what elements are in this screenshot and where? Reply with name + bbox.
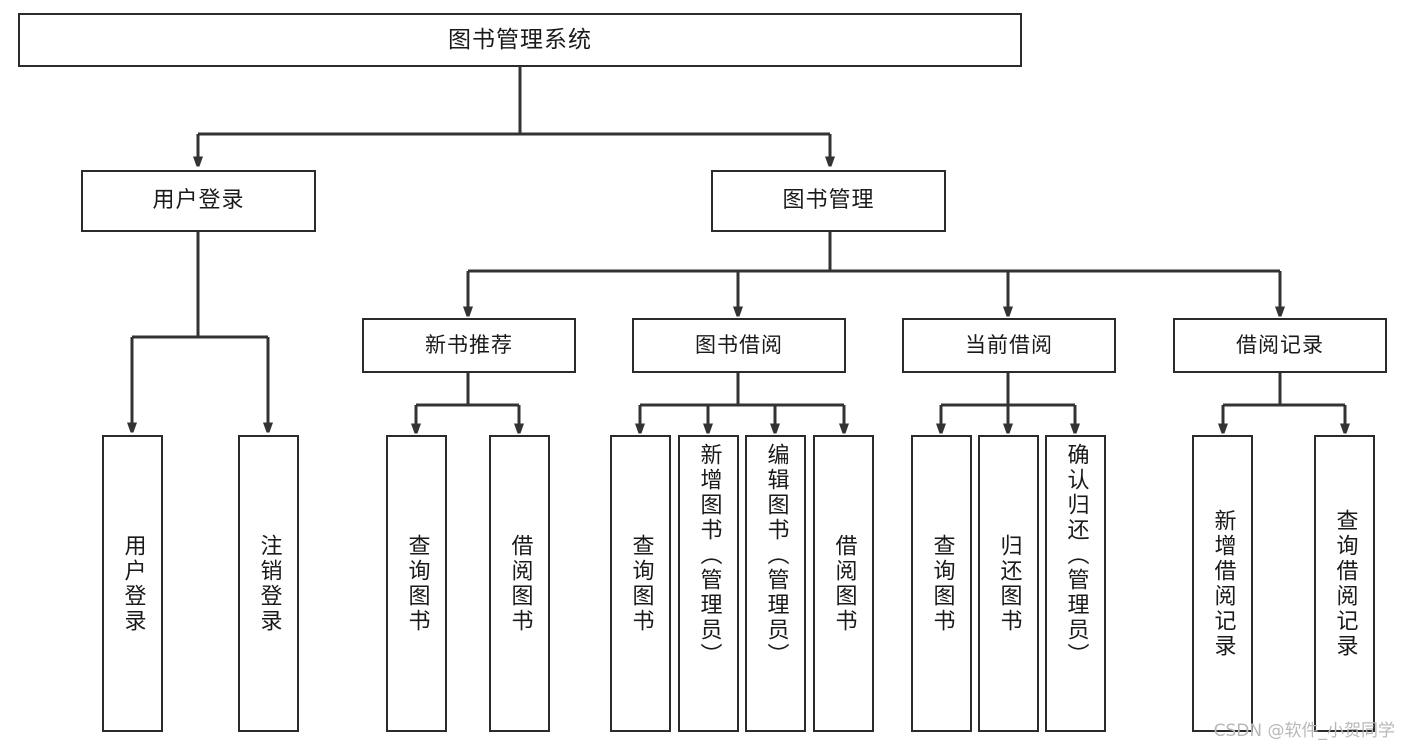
node-label: 借阅记录 bbox=[1236, 333, 1324, 358]
node-book-borrow[interactable]: 图书借阅 bbox=[632, 318, 846, 373]
leaf-user-login-logout[interactable]: 注销登录 bbox=[238, 435, 299, 732]
node-label: 查询借阅记录 bbox=[1332, 508, 1358, 659]
node-label: 确认归还（管理员） bbox=[1063, 443, 1089, 668]
node-label: 注销登录 bbox=[256, 533, 282, 634]
node-label: 查询图书 bbox=[404, 533, 430, 634]
node-label: 查询图书 bbox=[929, 533, 955, 634]
node-root-book-management-system[interactable]: 图书管理系统 bbox=[18, 13, 1022, 67]
leaf-borrow-add-book-admin[interactable]: 新增图书（管理员） bbox=[678, 435, 739, 732]
node-current-borrow[interactable]: 当前借阅 bbox=[902, 318, 1116, 373]
leaf-new-book-borrow-book[interactable]: 借阅图书 bbox=[489, 435, 550, 732]
leaf-borrow-query-book[interactable]: 查询图书 bbox=[610, 435, 671, 732]
leaf-record-query-borrow-record[interactable]: 查询借阅记录 bbox=[1314, 435, 1375, 732]
leaf-borrow-borrow-book[interactable]: 借阅图书 bbox=[813, 435, 874, 732]
node-label: 归还图书 bbox=[996, 533, 1022, 634]
node-label: 新书推荐 bbox=[425, 333, 513, 358]
leaf-new-book-query-book[interactable]: 查询图书 bbox=[386, 435, 447, 732]
leaf-user-login-login[interactable]: 用户登录 bbox=[102, 435, 163, 732]
node-label: 用户登录 bbox=[120, 533, 146, 634]
node-label: 图书借阅 bbox=[695, 333, 783, 358]
leaf-borrow-edit-book-admin[interactable]: 编辑图书（管理员） bbox=[745, 435, 806, 732]
node-label: 图书管理 bbox=[782, 188, 875, 214]
node-label: 编辑图书（管理员） bbox=[763, 443, 789, 668]
node-label: 借阅图书 bbox=[831, 533, 857, 634]
node-label: 新增借阅记录 bbox=[1210, 508, 1236, 659]
node-borrow-record[interactable]: 借阅记录 bbox=[1173, 318, 1387, 373]
node-user-login[interactable]: 用户登录 bbox=[81, 170, 316, 232]
node-label: 借阅图书 bbox=[507, 533, 533, 634]
node-label: 新增图书（管理员） bbox=[696, 443, 722, 668]
leaf-current-query-book[interactable]: 查询图书 bbox=[911, 435, 972, 732]
node-label: 图书管理系统 bbox=[448, 26, 592, 53]
node-label: 用户登录 bbox=[152, 188, 245, 214]
node-label: 查询图书 bbox=[628, 533, 654, 634]
leaf-current-confirm-return-admin[interactable]: 确认归还（管理员） bbox=[1045, 435, 1106, 732]
node-new-book-recommend[interactable]: 新书推荐 bbox=[362, 318, 576, 373]
leaf-current-return-book[interactable]: 归还图书 bbox=[978, 435, 1039, 732]
leaf-record-add-borrow-record[interactable]: 新增借阅记录 bbox=[1192, 435, 1253, 732]
node-label: 当前借阅 bbox=[965, 333, 1053, 358]
node-book-management[interactable]: 图书管理 bbox=[711, 170, 946, 232]
